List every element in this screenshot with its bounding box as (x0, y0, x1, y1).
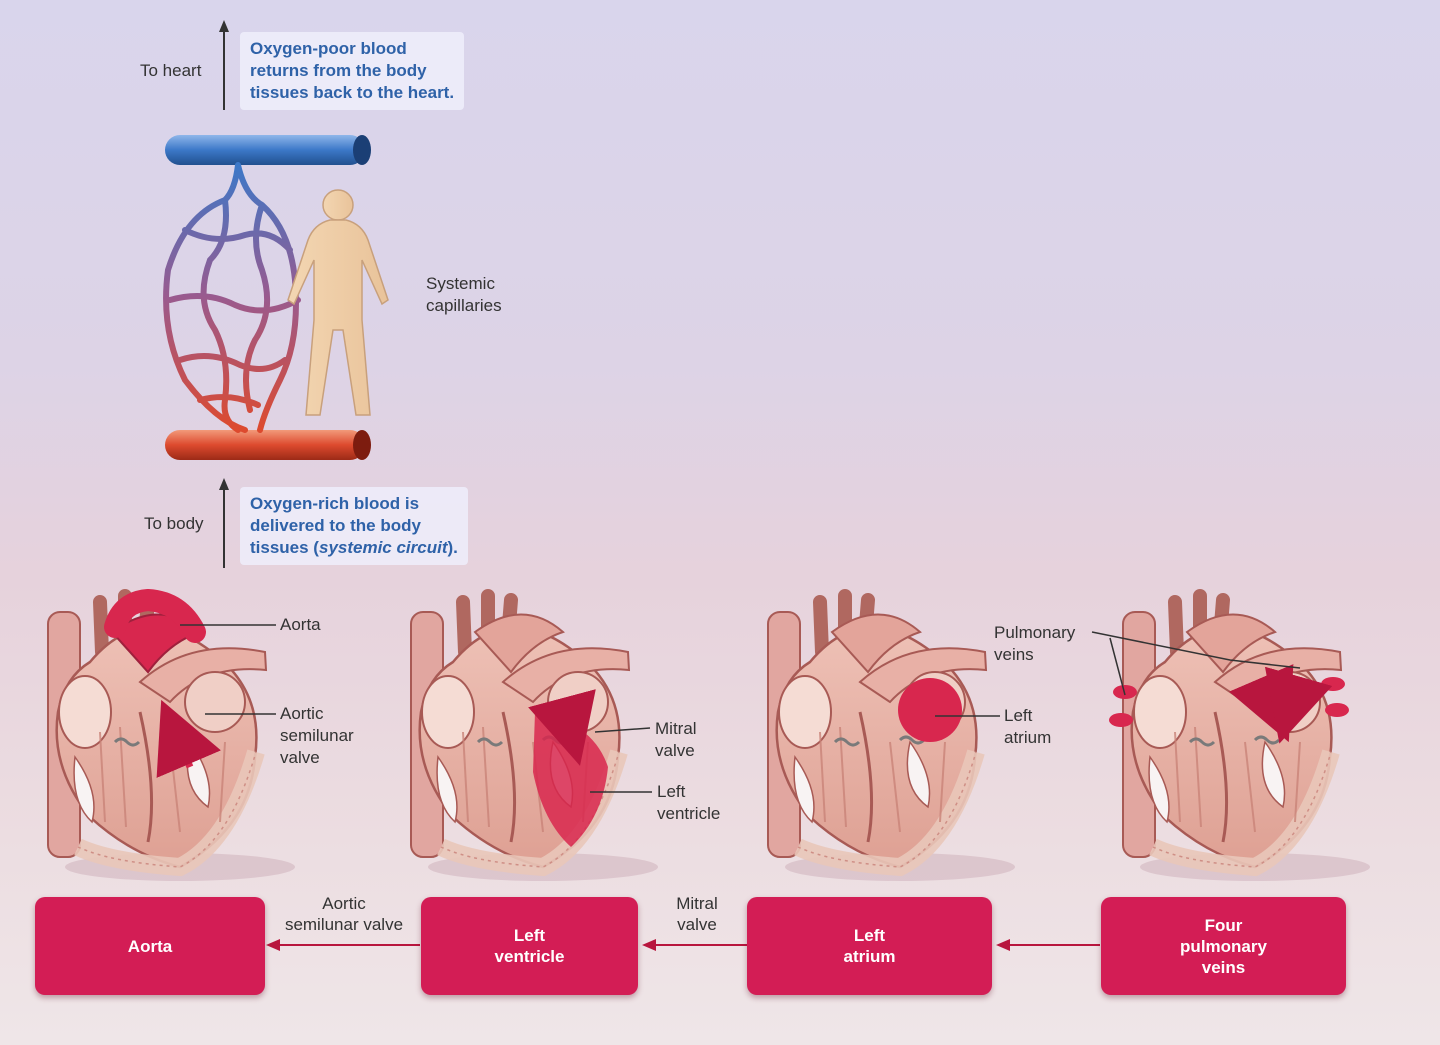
aorta-label-text: Aorta (280, 615, 321, 634)
to-heart-label: To heart (140, 61, 202, 80)
mitral-valve-connector-line-2: valve (677, 915, 717, 934)
left-atrium-box-text: Left atrium (844, 925, 896, 967)
pulmonary-veins-box: Four pulmonary veins (1101, 897, 1346, 995)
heart-illustration-aorta (48, 596, 295, 881)
oxygen-poor-note-line-2: returns from the body (250, 61, 427, 80)
aortic-semilunar-valve-label-line-1: Aortic (280, 704, 324, 723)
systemic-circuit-term: systemic circuit (318, 538, 448, 557)
left-ventricle-box-text: Left ventricle (495, 925, 565, 967)
left-ventricle-label-line-1: Left (657, 782, 686, 801)
left-ventricle-label-line-2: ventricle (657, 804, 721, 823)
left-ventricle-box-line-2: ventricle (494, 947, 565, 966)
aorta-box: Aorta (35, 897, 265, 995)
systemic-capillaries-label: Systemic capillaries (426, 273, 502, 317)
pulmonary-veins-box-line-1: Four (1204, 915, 1243, 935)
oxygen-poor-note-line-3: tissues back to the heart. (250, 83, 455, 102)
oxygen-rich-note: Oxygen-rich blood is delivered to the bo… (240, 487, 468, 565)
aorta-box-text: Aorta (128, 936, 172, 957)
left-ventricle-label: Left ventricle (657, 781, 720, 825)
heart-illustration-left-ventricle (411, 596, 658, 881)
pulmonary-veins-label-line-1: Pulmonary (994, 623, 1076, 642)
aorta-label: Aorta (280, 614, 321, 636)
aortic-valve-connector-line-1: Aortic (322, 894, 366, 913)
to-body-label: To body (144, 514, 204, 533)
aorta-box-line-1: Aorta (127, 936, 173, 956)
oxygen-rich-note-line-1: Oxygen-rich blood is (250, 494, 420, 513)
left-atrium-box-line-1: Left (853, 926, 886, 945)
oxygen-rich-note-line-2: delivered to the body (250, 516, 421, 535)
pulmonary-veins-box-text: Four pulmonary veins (1180, 915, 1267, 978)
mitral-valve-label: Mitral valve (655, 718, 697, 762)
left-ventricle-box-line-1: Left (513, 926, 546, 945)
left-atrium-box-line-2: atrium (843, 947, 896, 966)
human-figure-icon (287, 189, 389, 416)
aortic-semilunar-valve-label-line-3: valve (280, 748, 320, 767)
left-atrium-label-line-1: Left (1004, 706, 1033, 725)
mitral-valve-connector-label: Mitral valve (652, 893, 742, 935)
oxygen-rich-note-prefix: tissues ( (250, 538, 319, 557)
left-ventricle-box: Left ventricle (421, 897, 638, 995)
systemic-capillary-bed (163, 135, 371, 460)
leader-lines (180, 624, 1301, 793)
flow-arrows (266, 939, 1100, 951)
oxygen-poor-note: Oxygen-poor blood returns from the body … (240, 32, 465, 110)
aortic-semilunar-valve-label-line-2: semilunar (280, 726, 354, 745)
mitral-valve-label-line-1: Mitral (655, 719, 697, 738)
oxygen-rich-note-suffix: ). (447, 538, 458, 557)
left-atrium-box: Left atrium (747, 897, 992, 995)
up-arrow-to-heart (219, 20, 229, 110)
left-atrium-label: Left atrium (1004, 705, 1051, 749)
heart-illustration-left-atrium (768, 596, 1015, 881)
oxygen-poor-note-line-1: Oxygen-poor blood (250, 39, 407, 58)
mitral-valve-connector-line-1: Mitral (676, 894, 718, 913)
systemic-capillaries-label-line-2: capillaries (426, 296, 502, 315)
aortic-valve-connector-label: Aortic semilunar valve (270, 893, 418, 935)
oxygen-rich-note-line-3: tissues (systemic circuit). (250, 537, 458, 559)
pulmonary-veins-box-line-2: pulmonary (1180, 936, 1267, 956)
aortic-semilunar-valve-label: Aortic semilunar valve (280, 703, 354, 769)
pulmonary-veins-box-line-3: veins (1201, 957, 1246, 977)
left-atrium-label-line-2: atrium (1004, 728, 1052, 747)
mitral-valve-label-line-2: valve (655, 741, 695, 760)
heart-illustration-pulmonary-veins (1109, 596, 1370, 881)
pulmonary-veins-label: Pulmonary veins (994, 622, 1075, 666)
systemic-capillaries-label-line-1: Systemic (426, 274, 495, 293)
pulmonary-veins-label-line-2: veins (994, 645, 1034, 664)
aortic-valve-connector-line-2: semilunar valve (284, 915, 404, 934)
up-arrow-to-body (219, 478, 229, 568)
